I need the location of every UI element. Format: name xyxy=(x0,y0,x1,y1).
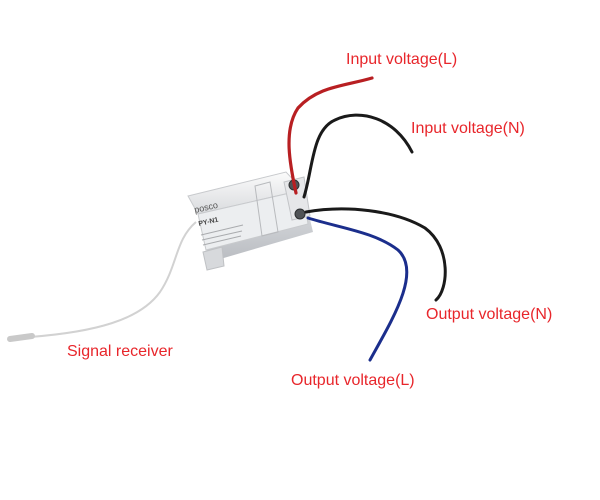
module-model-text: PY-N1 xyxy=(198,217,219,228)
signal-wire xyxy=(29,221,197,338)
screw-bottom xyxy=(294,208,306,220)
wire-input-l xyxy=(287,76,374,195)
module-mount-left xyxy=(202,246,225,271)
signal-probe xyxy=(7,333,35,342)
wire-input-n xyxy=(302,113,414,199)
terminal-outline xyxy=(254,181,279,237)
label-input-voltage-n: Input voltage(N) xyxy=(411,120,525,137)
controller-module: posco PY-N1 xyxy=(187,171,313,271)
label-input-voltage-l: Input voltage(L) xyxy=(346,51,458,68)
label-signal-receiver: Signal receiver xyxy=(67,343,173,360)
label-output-voltage-l: Output voltage(L) xyxy=(291,372,415,389)
wire-output-l xyxy=(306,216,409,362)
module-spec-lines xyxy=(200,224,244,246)
label-output-voltage-n: Output voltage(N) xyxy=(426,306,553,323)
wire-output-n xyxy=(304,207,447,302)
